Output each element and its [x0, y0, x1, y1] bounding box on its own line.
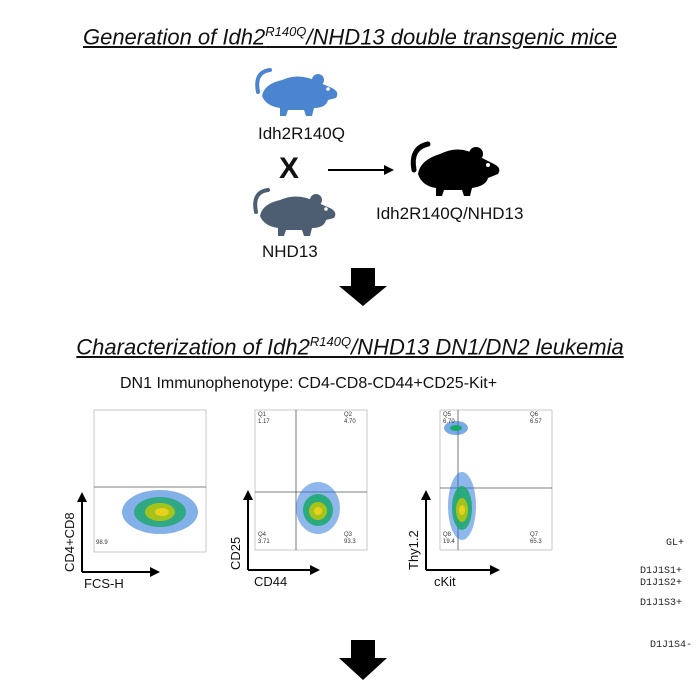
plot-3-q7-label: Q7: [530, 532, 539, 538]
characterization-title-prefix: Characterization of Idh2: [76, 334, 310, 360]
plot-2-q1-label: Q1: [258, 412, 267, 418]
parent2-label: NHD13: [262, 242, 318, 261]
plot-3-q8-label: Q8: [443, 532, 452, 538]
down-arrow-icon-1: [339, 268, 387, 306]
side-label-d1j1s2: D1J1S2+: [640, 578, 683, 589]
parent1-label: Idh2R140Q: [258, 124, 345, 143]
generation-title-prefix: Generation of Idh2: [82, 24, 266, 50]
plot-3-q6-value: 6.57: [530, 419, 542, 425]
plot-1-xlabel: FCS-H: [84, 576, 124, 591]
side-label-gl: GL+: [666, 538, 685, 549]
characterization-title-suffix: /NHD13 DN1/DN2 leukemia: [351, 334, 624, 360]
mouse-icon-parent1: [255, 68, 338, 116]
generation-title: Generation of Idh2R140Q/NHD13 double tra…: [0, 24, 700, 50]
plot-1-axes: [77, 492, 160, 577]
plot-3-axes: [421, 490, 500, 575]
mouse-icon-parent2: [253, 188, 336, 236]
plot-1-quadrant-value: 98.9: [96, 540, 108, 546]
characterization-title-superscript: R140Q: [309, 334, 352, 349]
plot-3-q8-value: 19.4: [443, 539, 455, 545]
plot-1-ylabel: CD4+CD8: [62, 512, 77, 572]
flow-plot-1: [93, 409, 207, 553]
down-arrow-icon-2: [339, 640, 387, 680]
side-label-d1j1s3: D1J1S3+: [640, 598, 683, 609]
plot-2-q2-label: Q2: [344, 412, 353, 418]
side-label-d1j1s4: D1J1S4-: [650, 640, 693, 651]
plot-2-q4-value: 3.71: [258, 539, 270, 545]
plot-2-q2-value: 4.70: [344, 419, 356, 425]
plot-3-q5-label: Q5: [443, 412, 452, 418]
plot-3-ylabel: Thy1.2: [406, 530, 421, 570]
offspring-label: Idh2R140Q/NHD13: [376, 204, 524, 223]
plot-3-q6-label: Q6: [530, 412, 539, 418]
side-label-d1j1s1: D1J1S1+: [640, 566, 683, 577]
flow-plot-3: [439, 409, 553, 551]
plot-2-q1-value: 1.17: [258, 419, 270, 425]
immunophenotype-text: DN1 Immunophenotype: CD4-CD8-CD44+CD25-K…: [120, 375, 498, 392]
plot-2-ylabel: CD25: [228, 536, 243, 570]
plot-2-q3-value: 93.3: [344, 539, 356, 545]
plot-2-q3-label: Q3: [344, 532, 353, 538]
plot-3-q5-value: 6.70: [443, 419, 455, 425]
mouse-icon-offspring: [410, 141, 500, 196]
characterization-title: Characterization of Idh2R140Q/NHD13 DN1/…: [0, 334, 700, 360]
generation-title-superscript: R140Q: [265, 24, 307, 39]
plot-2-q4-label: Q4: [258, 532, 267, 538]
plot-2-xlabel: CD44: [254, 574, 288, 589]
plot-2-axes: [243, 490, 320, 575]
generation-title-suffix: /NHD13 double transgenic mice: [306, 24, 618, 50]
plot-3-xlabel: cKit: [434, 574, 456, 589]
right-arrow-icon: [328, 165, 394, 175]
flow-plot-2: [254, 409, 368, 551]
plot-3-q7-value: 65.3: [530, 539, 542, 545]
cross-symbol: X: [279, 152, 300, 185]
